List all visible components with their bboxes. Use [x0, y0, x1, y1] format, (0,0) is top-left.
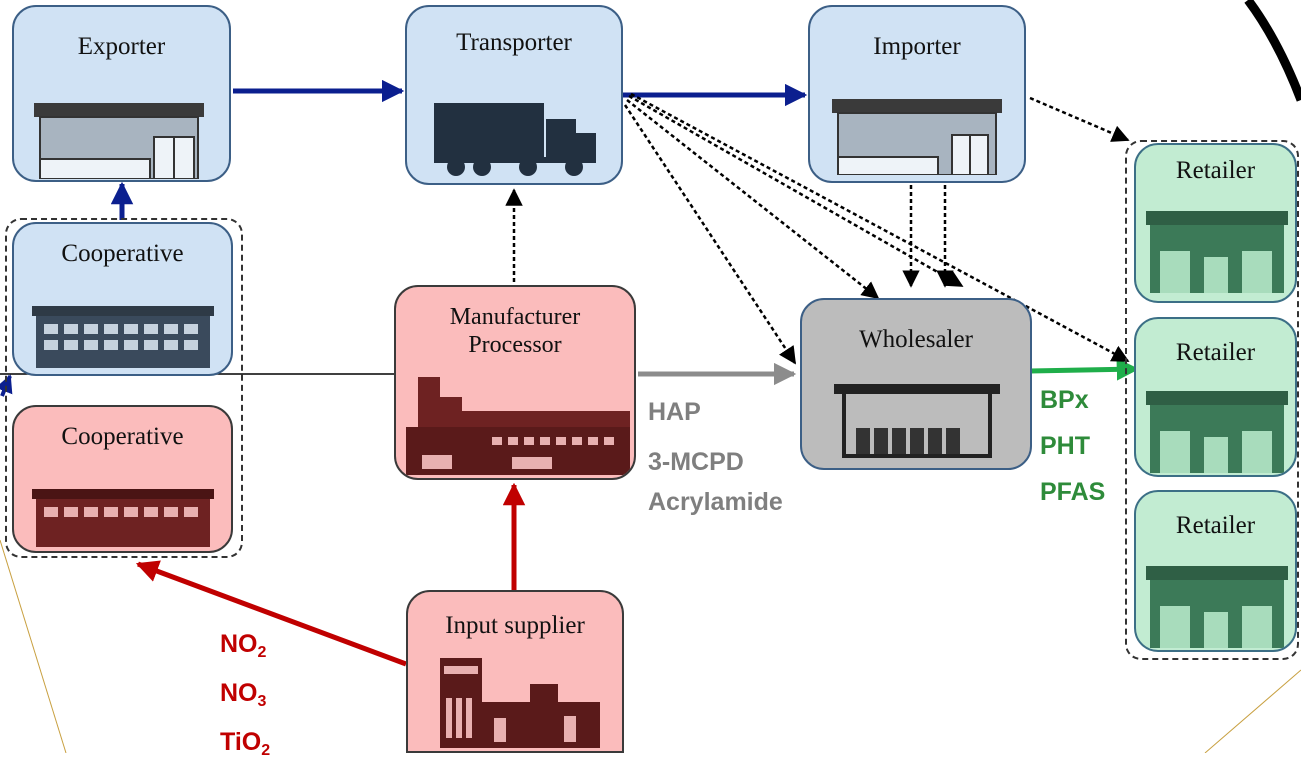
factory-icon: [406, 377, 630, 475]
contaminant-label: BPx: [1040, 386, 1089, 414]
packaging-contaminants: BPx PHT PFAS: [1040, 382, 1105, 510]
wholesaler-label: Wholesaler: [859, 326, 973, 353]
importer-node: Importer: [808, 5, 1026, 183]
manufacturer-processor-node: Manufacturer Processor: [394, 285, 636, 480]
store-icon: [1146, 391, 1288, 473]
factory-icon: [440, 658, 600, 748]
flow-transporter-wholesaler: [623, 104, 797, 365]
store-icon: [1146, 566, 1288, 648]
flow-importer-retailer: [1029, 96, 1130, 142]
processing-contaminants: HAP 3-MCPD Acrylamide: [648, 394, 783, 520]
retailer-label: Retailer: [1175, 339, 1256, 366]
dotted-flows: [505, 92, 1130, 365]
supply-chain-diagram: [0, 0, 1301, 753]
contaminant-label: Acrylamide: [648, 488, 783, 516]
input-supplier-node: Input supplier: [406, 590, 624, 753]
retailer-node: Retailer: [1134, 490, 1297, 652]
warehouse-icon: [832, 99, 1002, 175]
retailer-node: Retailer: [1134, 143, 1297, 303]
contaminant-label: HAP: [648, 398, 701, 426]
store-icon: [1146, 211, 1288, 293]
decorative-thin-line: [1204, 669, 1301, 753]
retailer-node: Retailer: [1134, 317, 1297, 477]
contaminant-label: PHT: [1040, 432, 1090, 460]
decorative-thick-stroke: [1244, 0, 1301, 102]
processor-label: Processor: [468, 332, 562, 358]
contaminant-label: NO2: [220, 630, 267, 661]
flow-transporter-retailer: [628, 94, 964, 288]
warehouse-icon: [834, 384, 1000, 458]
flow-wholesaler-retailer: [1029, 358, 1140, 381]
cooperative-label: Cooperative: [61, 423, 184, 450]
importer-label: Importer: [873, 33, 961, 60]
input-contaminants: NO2 NO3 TiO2: [220, 626, 270, 769]
warehouse-icon: [34, 103, 204, 179]
flow-transporter-retailer: [630, 92, 1130, 363]
truck-icon: [434, 103, 596, 176]
contaminant-label: TiO2: [220, 728, 271, 759]
input-supplier-label: Input supplier: [445, 612, 585, 639]
cooperative-group: [5, 218, 243, 558]
warehouse-icon: [32, 489, 214, 547]
decorative-thin-line: [0, 539, 67, 753]
contaminant-label: 3-MCPD: [648, 448, 744, 476]
cooperative-node-blue: Cooperative: [12, 222, 233, 376]
warehouse-icon: [32, 306, 214, 368]
exporter-label: Exporter: [77, 33, 166, 60]
flow-supplier-cooperative: [135, 560, 407, 667]
transporter-label: Transporter: [456, 29, 572, 56]
contaminant-label: PFAS: [1040, 478, 1106, 506]
contaminant-label: NO3: [220, 679, 267, 710]
wholesaler-node: Wholesaler: [800, 298, 1032, 470]
exporter-node: Exporter: [12, 5, 231, 182]
retailer-group: [1125, 140, 1299, 660]
cooperative-node-red: Cooperative: [12, 405, 233, 553]
manufacturer-label: Manufacturer: [449, 304, 581, 330]
transporter-node: Transporter: [405, 5, 623, 185]
flow-transporter-wholesaler: [626, 99, 880, 300]
cooperative-label: Cooperative: [61, 240, 184, 267]
retailer-label: Retailer: [1175, 512, 1256, 539]
retailer-label: Retailer: [1175, 157, 1256, 184]
